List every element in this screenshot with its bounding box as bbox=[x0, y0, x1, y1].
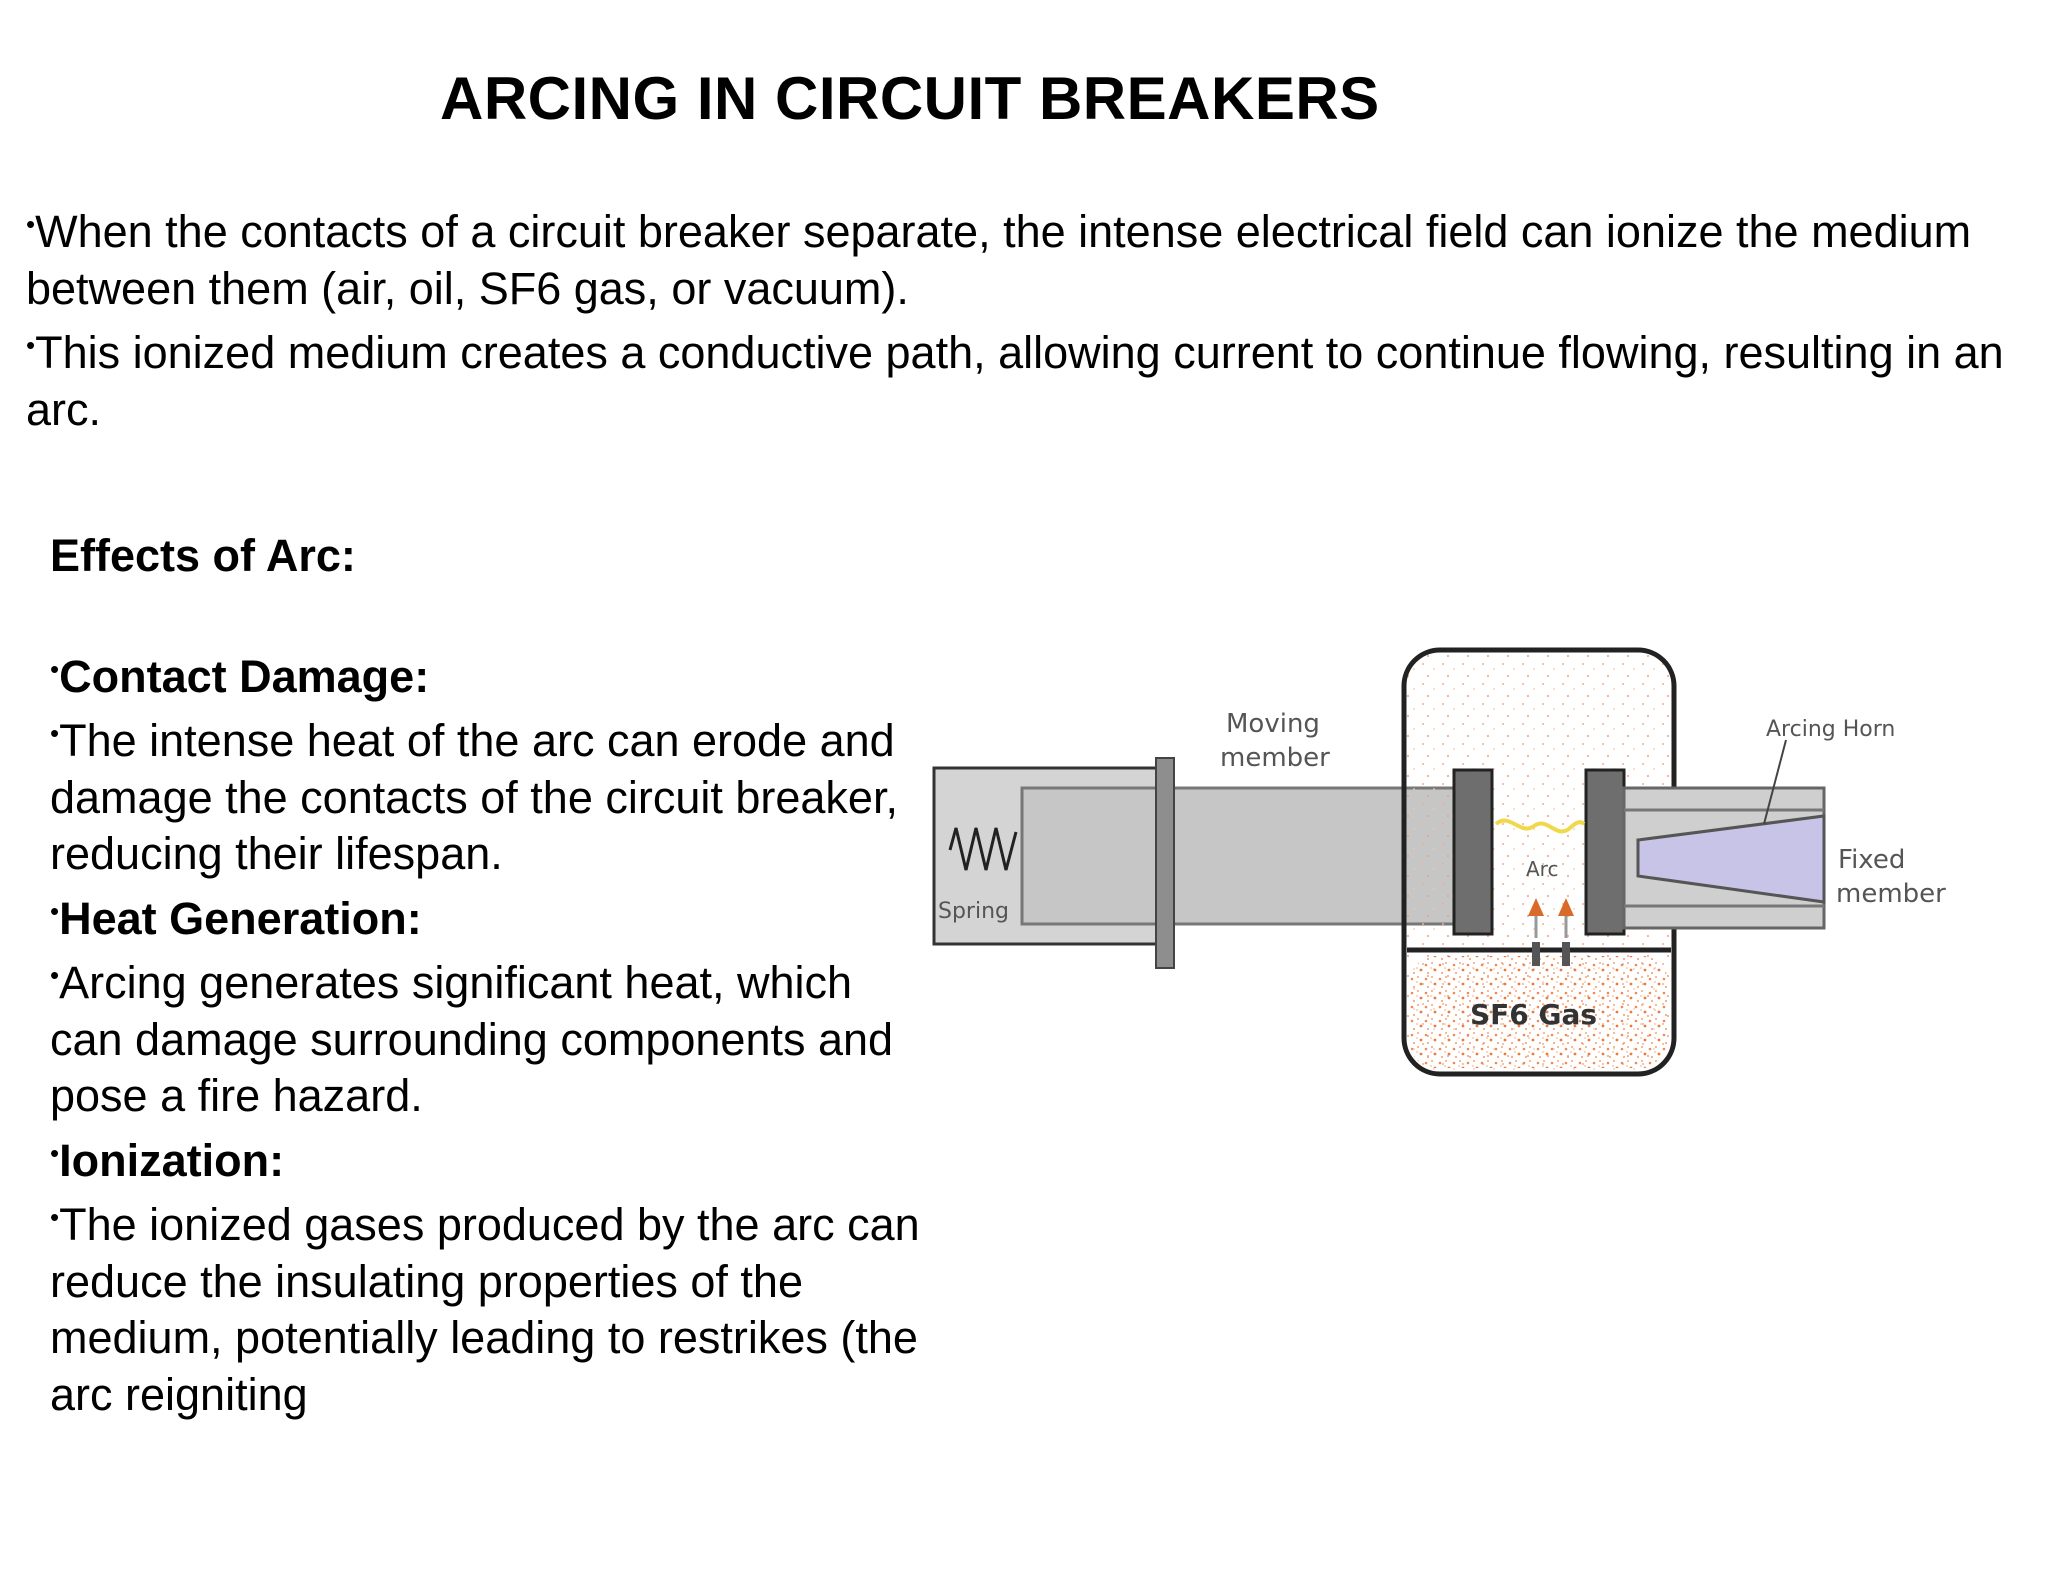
bullet-icon: • bbox=[26, 330, 36, 360]
slide-title: ARCING IN CIRCUIT BREAKERS bbox=[440, 65, 1380, 132]
intro-text: •When the contacts of a circuit breaker … bbox=[26, 196, 2016, 438]
bullet-icon: • bbox=[50, 960, 60, 990]
fixed-contact bbox=[1584, 768, 1626, 936]
bullet-icon: • bbox=[50, 895, 60, 926]
fixed-member-label: member bbox=[1836, 879, 1946, 909]
effect-description-text: The intense heat of the arc can erode an… bbox=[50, 715, 898, 879]
bullet-icon: • bbox=[50, 1202, 60, 1232]
moving-member-flange bbox=[1155, 757, 1175, 969]
intro-point: •This ionized medium creates a conductiv… bbox=[26, 317, 2016, 438]
gas-nozzle bbox=[1562, 942, 1570, 966]
effect-title-text: Heat Generation: bbox=[59, 892, 422, 944]
moving-member-label: member bbox=[1220, 743, 1330, 773]
effect-description: •The ionized gases produced by the arc c… bbox=[50, 1189, 930, 1423]
fixed-member-label: Fixed bbox=[1838, 845, 1905, 875]
bullet-icon: • bbox=[50, 1137, 60, 1168]
arc-label: Arc bbox=[1526, 857, 1558, 881]
arc-wave bbox=[1494, 818, 1586, 834]
effect-description: •The intense heat of the arc can erode a… bbox=[50, 705, 930, 883]
effect-title: •Heat Generation: bbox=[50, 883, 930, 948]
effect-title: •Contact Damage: bbox=[50, 641, 930, 706]
effects-section: Effects of Arc: •Contact Damage: •The in… bbox=[50, 528, 930, 1423]
sf6-breaker-diagram: Spring Moving member Arc Arcing Horn Fix… bbox=[932, 647, 1946, 1077]
effect-title-text: Ionization: bbox=[59, 1134, 285, 1186]
arcing-horn-label: Arcing Horn bbox=[1766, 717, 1895, 742]
spring-icon bbox=[948, 827, 1018, 871]
effect-description-text: The ionized gases produced by the arc ca… bbox=[50, 1199, 920, 1420]
gas-flow-arrow-head bbox=[1528, 898, 1544, 916]
bullet-icon: • bbox=[50, 653, 60, 684]
effect-title: •Ionization: bbox=[50, 1125, 930, 1190]
bullet-icon: • bbox=[26, 209, 36, 239]
moving-contact bbox=[1452, 768, 1494, 936]
effect-description: •Arcing generates significant heat, whic… bbox=[50, 947, 930, 1125]
gas-flow-arrow-head bbox=[1558, 898, 1574, 916]
intro-point-text: This ionized medium creates a conductive… bbox=[26, 327, 2004, 435]
spring-label: Spring bbox=[938, 899, 1009, 924]
effects-heading: Effects of Arc: bbox=[50, 530, 356, 581]
arcing-horn-pointer bbox=[1763, 739, 1787, 825]
intro-point-text: When the contacts of a circuit breaker s… bbox=[26, 206, 1972, 314]
bullet-icon: • bbox=[50, 718, 60, 748]
intro-point: •When the contacts of a circuit breaker … bbox=[26, 196, 2016, 317]
sf6-gas-label: SF6 Gas bbox=[1470, 998, 1597, 1031]
moving-member-label: Moving bbox=[1226, 709, 1320, 739]
effect-description-text: Arcing generates significant heat, which… bbox=[50, 957, 894, 1121]
arcing-horn-shape bbox=[1636, 814, 1826, 904]
moving-rod bbox=[1020, 786, 1456, 926]
effect-title-text: Contact Damage: bbox=[59, 650, 430, 702]
gas-nozzle bbox=[1532, 942, 1540, 966]
sf6-gas-fill bbox=[1410, 956, 1668, 1068]
